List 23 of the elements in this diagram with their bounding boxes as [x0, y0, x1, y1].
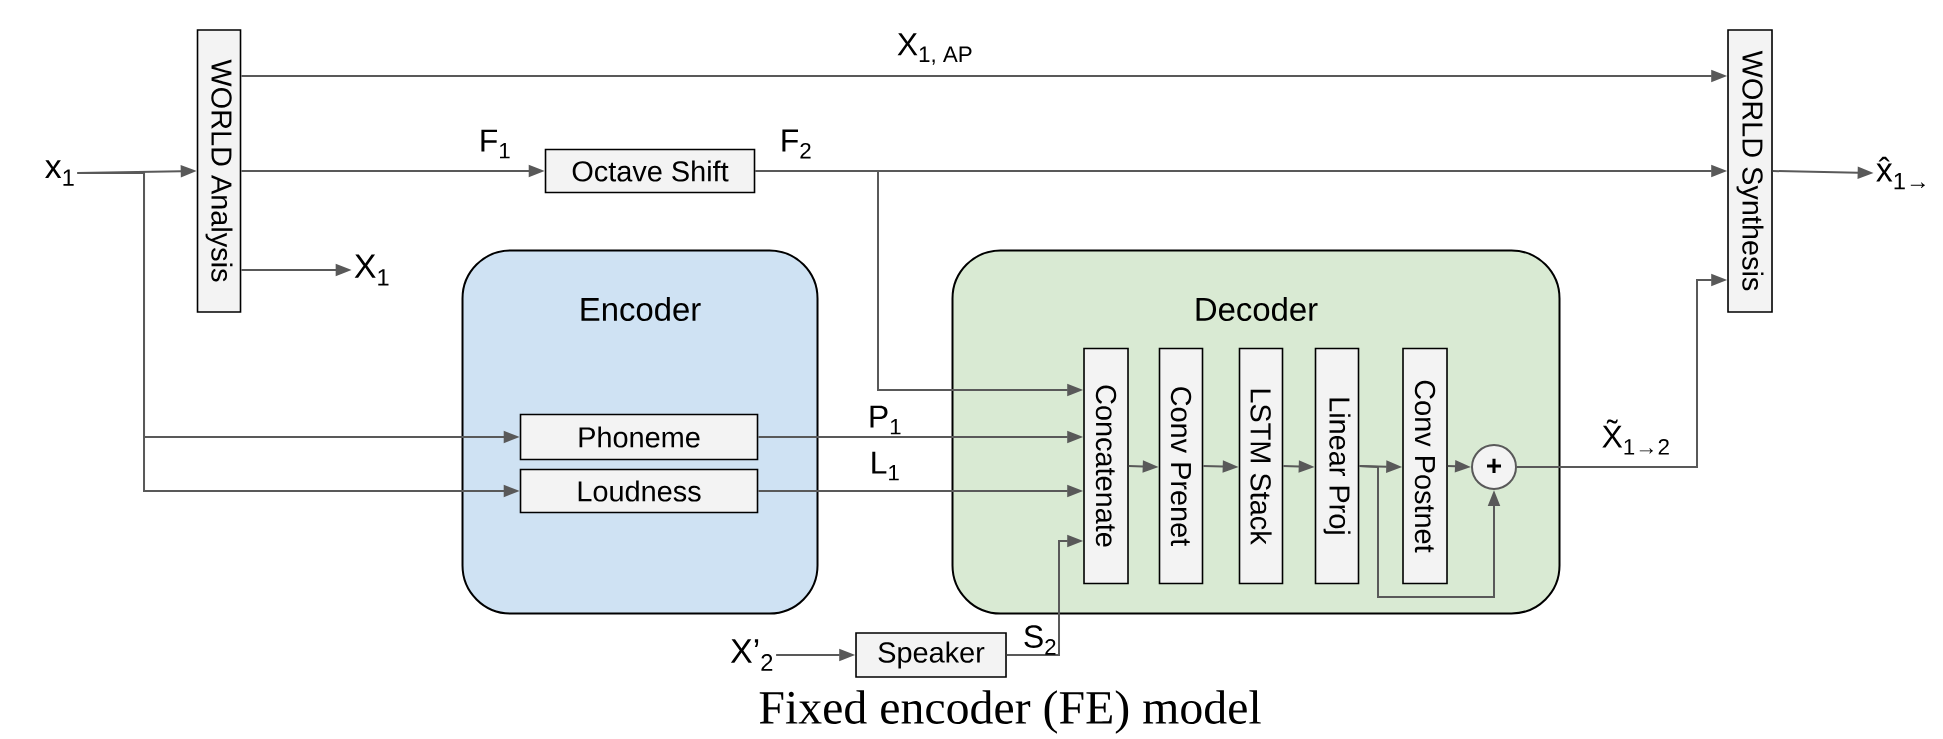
process-box: Octave Shift	[544, 148, 756, 194]
signal-label: X’$_{2}$	[730, 639, 773, 671]
process-box: Conv Postnet	[1402, 347, 1448, 585]
edge-label: P$_{1}$	[870, 405, 901, 435]
edge-label: F$_{1}$	[481, 129, 510, 159]
edge-label: S$_{2}$	[1024, 625, 1056, 655]
process-box: WORLD Analysis	[196, 29, 242, 313]
process-box: Concatenate	[1083, 347, 1129, 585]
process-box: Conv Prenet	[1158, 347, 1204, 585]
process-box: WORLD Synthesis	[1727, 29, 1773, 313]
caption: Fixed encoder (FE) model	[759, 690, 1261, 734]
signal-label: X$_{1}$	[354, 254, 389, 286]
edge-label: X̃$_{1→2}$	[1602, 419, 1669, 455]
process-box: Phoneme	[519, 413, 759, 461]
process-box: Speaker	[855, 632, 1007, 678]
signal-label: x$_{1}$	[45, 160, 74, 186]
process-box: Linear Proj	[1314, 347, 1360, 585]
signal-label: x̂$_{1→}$	[1876, 156, 1925, 190]
edge-label: X$_{1, AP}$	[897, 33, 972, 65]
process-box: Loudness	[519, 468, 759, 514]
edge-label: F$_{2}$	[782, 129, 811, 159]
process-box: LSTM Stack	[1238, 347, 1284, 585]
edge-label: L$_{1}$	[872, 451, 899, 481]
